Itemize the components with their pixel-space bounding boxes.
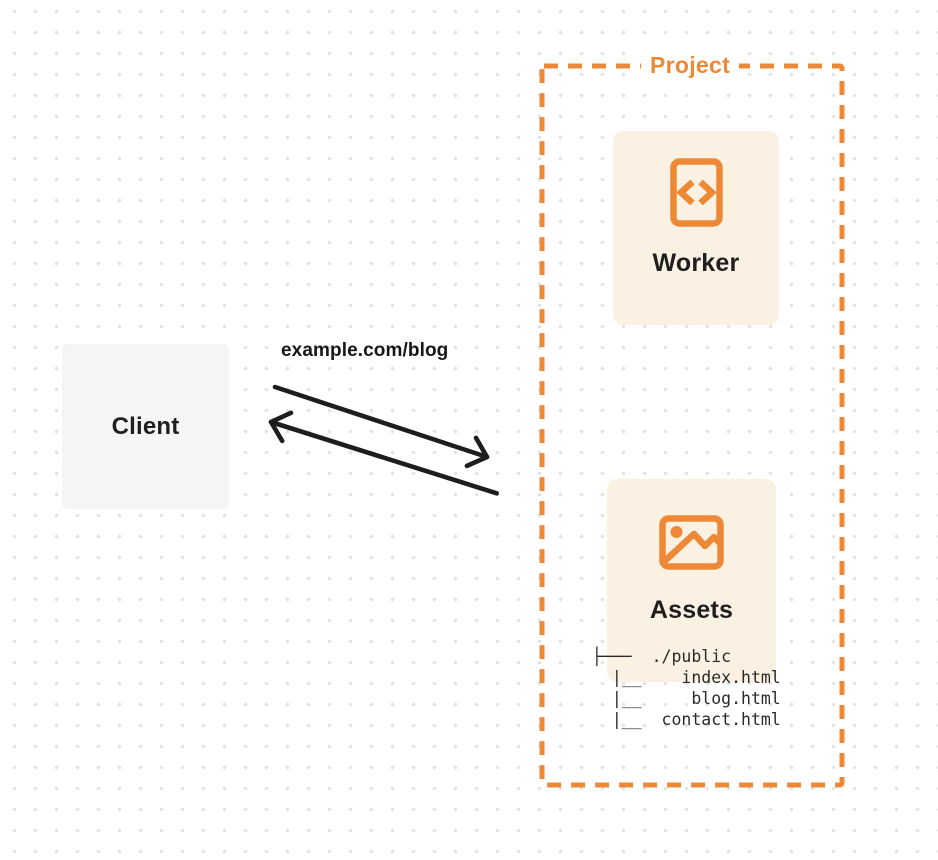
request-arrow: [272, 384, 490, 469]
client-node: Client: [62, 344, 229, 509]
assets-label: Assets: [649, 596, 734, 624]
image-icon: [659, 515, 724, 570]
response-arrow: [268, 410, 500, 496]
worker-label: Worker: [652, 249, 740, 277]
assets-file-tree: ├─── ./public |__ index.html |__ blog.ht…: [592, 647, 781, 729]
client-label: Client: [111, 412, 180, 440]
code-file-icon: [669, 158, 723, 227]
assets-node: Assets: [607, 479, 776, 682]
project-label: Project: [641, 51, 740, 79]
worker-node: Worker: [613, 131, 779, 325]
request-url-label: example.com/blog: [281, 340, 449, 361]
